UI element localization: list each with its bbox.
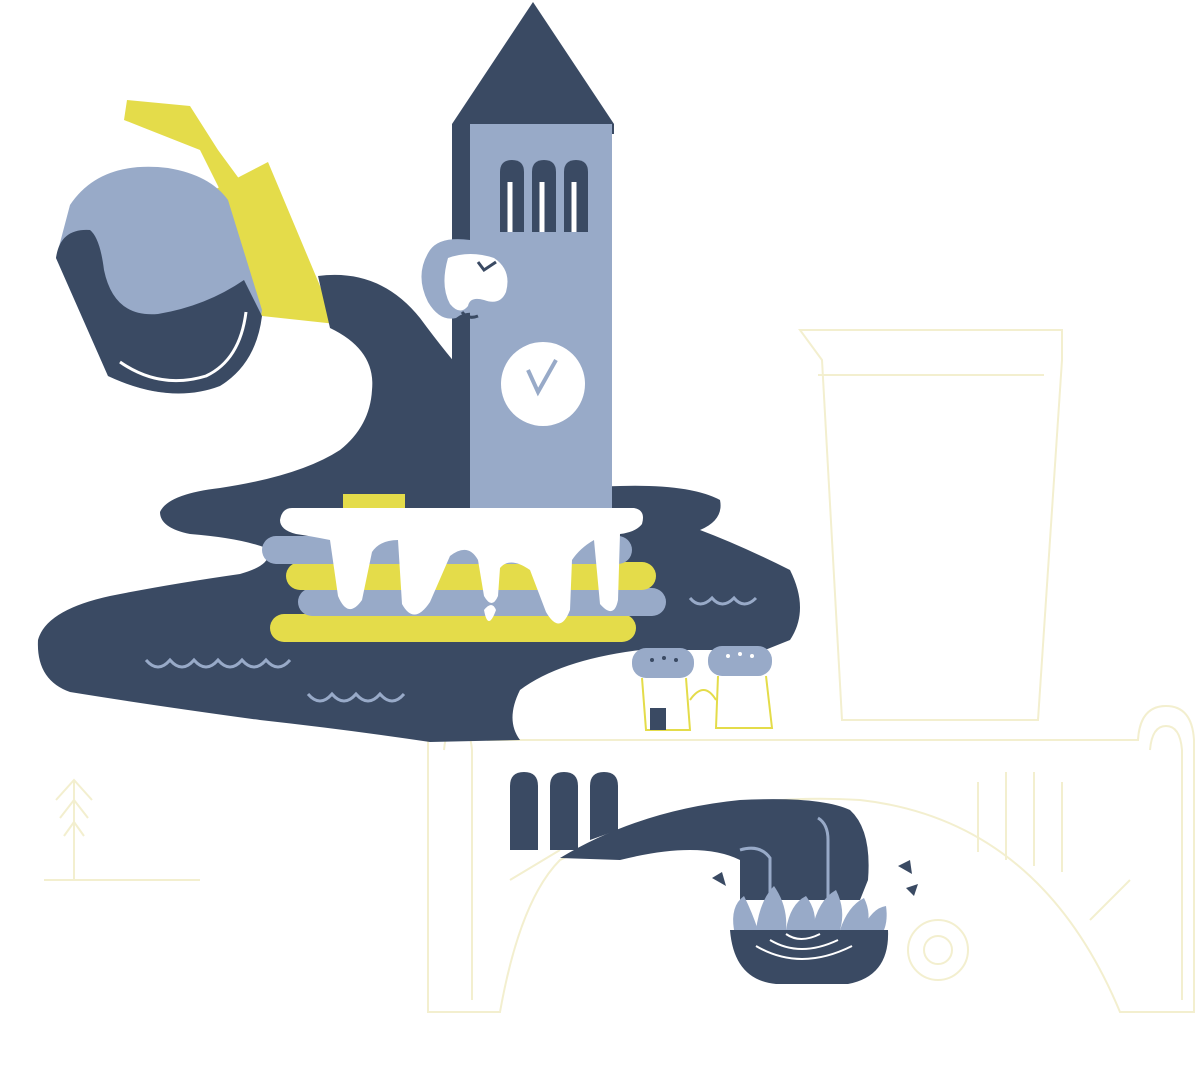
pepper-shaker-icon	[689, 646, 774, 729]
coffee-cup-icon	[907, 919, 969, 981]
coffee-pot-icon	[56, 100, 336, 394]
pancake-stack-icon	[262, 494, 666, 642]
milk-stream	[520, 656, 772, 730]
tree-icon	[44, 778, 200, 881]
glass-icon	[798, 329, 1063, 721]
coffee-cup-icon	[560, 799, 918, 984]
salt-shaker-icon	[632, 648, 694, 731]
bridge-pillars	[510, 772, 618, 850]
spill-waves	[144, 595, 758, 703]
